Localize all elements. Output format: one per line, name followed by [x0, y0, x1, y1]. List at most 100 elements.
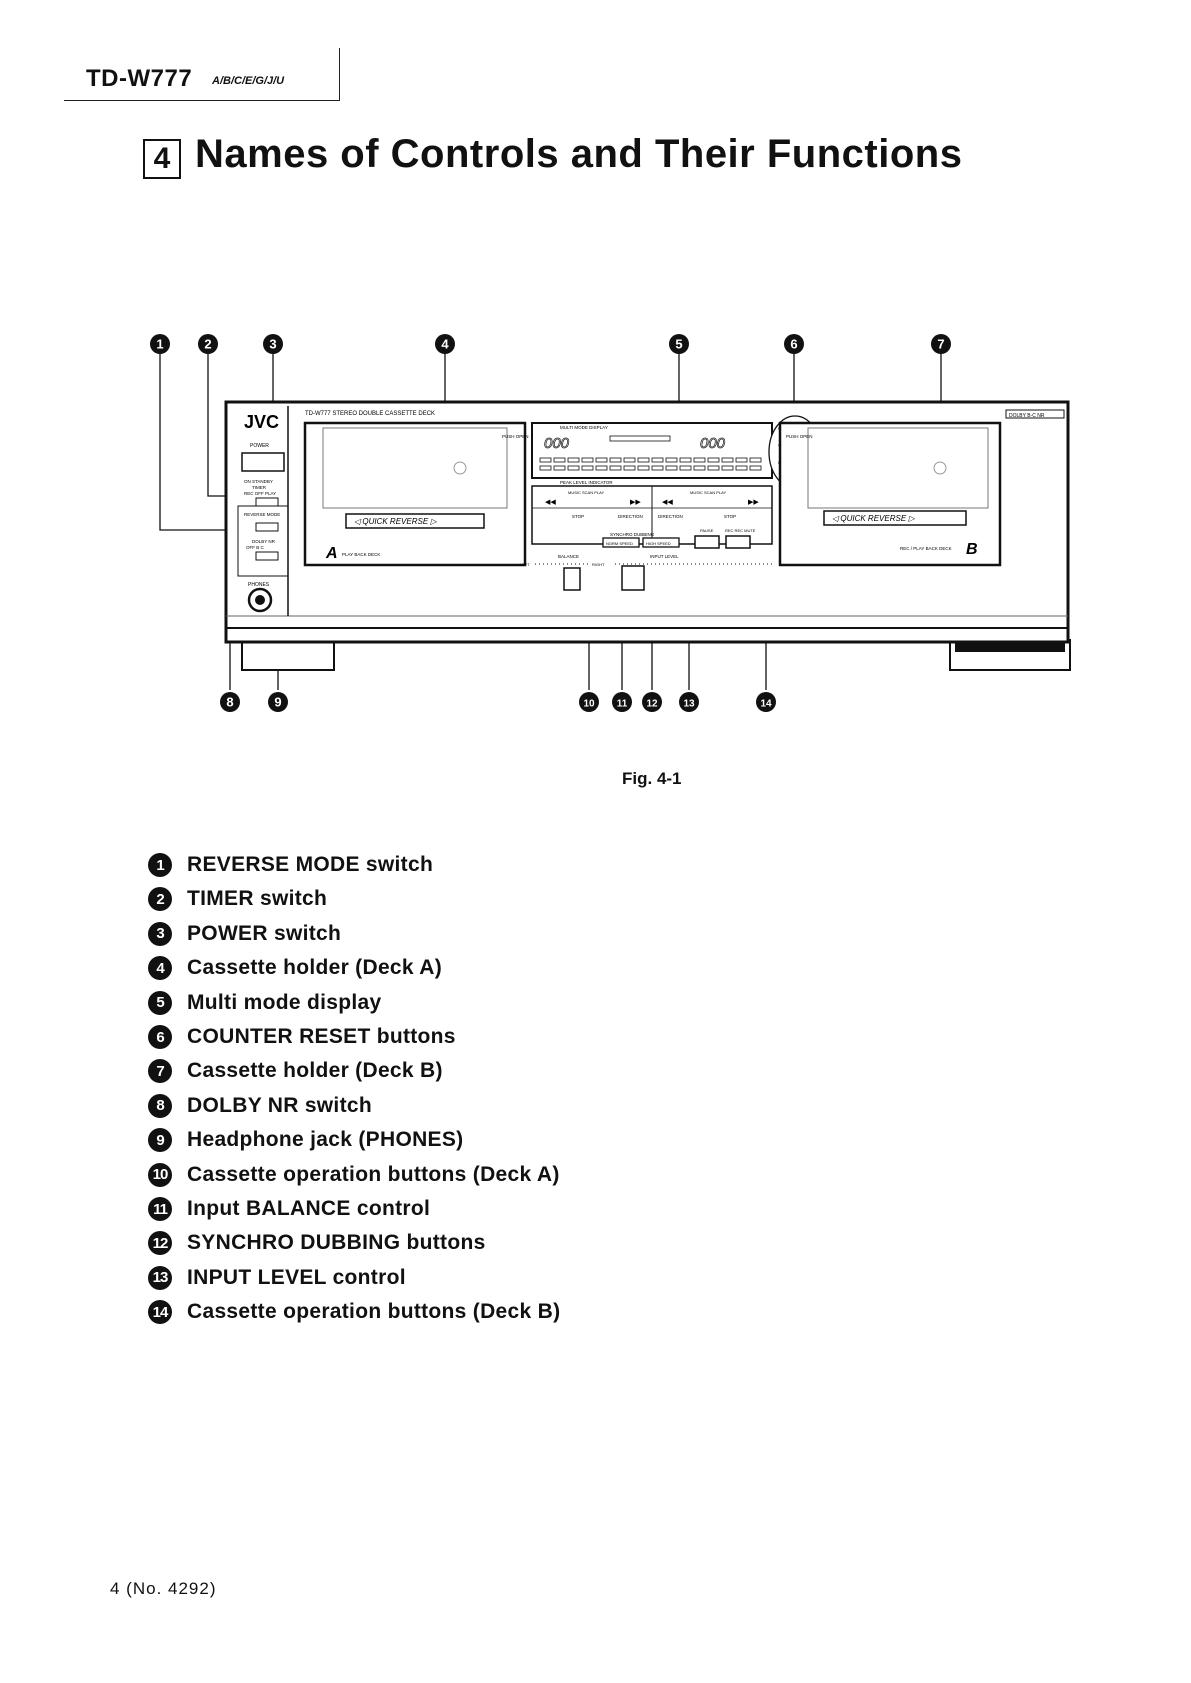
high-speed-dubbing-button[interactable]	[642, 537, 680, 548]
model-number: TD-W777	[86, 65, 193, 92]
callout-number: 3	[269, 337, 276, 352]
meter-segment	[553, 457, 566, 463]
callout-number: 6	[790, 337, 797, 352]
left-foot	[241, 639, 335, 671]
callout-number: 12	[646, 699, 658, 710]
callout-4	[435, 334, 455, 354]
svg-text:DIRECTION: DIRECTION	[658, 514, 683, 519]
brand-logo: JVC	[244, 412, 279, 432]
legend-label: Cassette operation buttons (Deck A)	[187, 1162, 560, 1186]
svg-text:OFF B C: OFF B C	[246, 545, 264, 550]
callout-1	[150, 334, 170, 354]
meter-segment	[637, 465, 650, 471]
svg-text:DOLBY NR: DOLBY NR	[252, 539, 276, 544]
rec-button[interactable]	[725, 535, 751, 549]
quick-reverse-b-label: ◁ QUICK REVERSE ▷	[832, 514, 915, 523]
callout-8	[220, 692, 240, 712]
svg-text:NORM SPEED: NORM SPEED	[606, 541, 633, 546]
meter-segment	[609, 465, 622, 471]
number-badge: 9	[148, 1128, 172, 1153]
legend-item: 14 Cassette operation buttons (Deck B)	[148, 1297, 560, 1327]
svg-text:REVERSE MODE: REVERSE MODE	[244, 512, 280, 517]
svg-text:MUSIC SCAN PLAY: MUSIC SCAN PLAY	[568, 490, 604, 495]
legend-label: Cassette operation buttons (Deck B)	[187, 1300, 561, 1324]
dolby-nr-switch[interactable]	[255, 551, 279, 561]
meter-segment	[735, 465, 748, 471]
svg-text:▶▶: ▶▶	[748, 499, 759, 506]
number-badge: 7	[148, 1059, 172, 1084]
legend-label: Cassette holder (Deck B)	[187, 1059, 443, 1083]
svg-text:POWER: POWER	[250, 443, 269, 449]
legend-label: TIMER switch	[187, 887, 328, 911]
page-title: Names of Controls and Their Functions	[195, 132, 963, 176]
peak-level-meter	[539, 457, 762, 471]
svg-text:STOP: STOP	[572, 514, 584, 519]
callout-number: 11	[617, 699, 628, 710]
svg-text:◀◀: ◀◀	[545, 499, 556, 506]
input-level-slider[interactable]	[621, 565, 645, 591]
svg-text:STOP: STOP	[724, 514, 736, 519]
header-rule	[64, 48, 340, 101]
meter-segment	[665, 457, 678, 463]
meter-segment	[735, 457, 748, 463]
callout-number: 14	[760, 699, 772, 710]
svg-text:INPUT LEVEL: INPUT LEVEL	[650, 554, 679, 559]
meter-segment	[609, 457, 622, 463]
meter-segment	[595, 457, 608, 463]
meter-segment	[749, 465, 762, 471]
number-badge: 11	[148, 1197, 172, 1221]
timer-switch[interactable]	[255, 497, 279, 507]
deck-title: TD-W777 STEREO DOUBLE CASSETTE DECK	[305, 411, 435, 417]
meter-segment	[679, 457, 692, 463]
power-switch[interactable]	[241, 452, 285, 472]
callout-2	[198, 334, 218, 354]
meter-segment	[623, 457, 636, 463]
normal-speed-dubbing-button[interactable]	[602, 537, 640, 548]
figure-caption: Fig. 4-1	[622, 769, 682, 788]
legend-label: REVERSE MODE switch	[187, 853, 434, 876]
svg-text:REC OFF PLAY: REC OFF PLAY	[244, 491, 276, 496]
section-number: 4	[143, 139, 181, 179]
legend-label: DOLBY NR switch	[187, 1093, 372, 1117]
reverse-mode-switch[interactable]	[255, 522, 279, 532]
svg-text:RIGHT: RIGHT	[592, 562, 605, 567]
svg-text:SYNCHRO DUBBING: SYNCHRO DUBBING	[610, 532, 655, 537]
meter-segment	[553, 465, 566, 471]
svg-text:PUSH OPEN: PUSH OPEN	[786, 434, 813, 439]
legend-item: 10 Cassette operation buttons (Deck A)	[148, 1160, 560, 1190]
meter-segment	[567, 465, 580, 471]
number-badge: 1	[148, 853, 172, 877]
callout-5	[669, 334, 689, 354]
callout-number: 1	[156, 337, 163, 352]
meter-segment	[581, 457, 594, 463]
legend-label: Cassette holder (Deck A)	[187, 956, 442, 980]
meter-segment	[539, 465, 552, 471]
number-badge: 14	[148, 1300, 172, 1325]
callout-14	[756, 692, 776, 712]
svg-text:PUSH OPEN: PUSH OPEN	[502, 434, 529, 439]
callout-6	[784, 334, 804, 354]
svg-text:LEFT: LEFT	[520, 562, 530, 567]
pause-button[interactable]	[694, 535, 720, 549]
svg-text:PEAK LEVEL INDICATOR: PEAK LEVEL INDICATOR	[560, 480, 613, 485]
meter-segment	[693, 457, 706, 463]
callout-number: 7	[937, 337, 944, 352]
svg-text:REC REC MUTE: REC REC MUTE	[725, 528, 756, 533]
svg-text:REC / PLAY BACK DECK: REC / PLAY BACK DECK	[900, 546, 952, 551]
meter-segment	[665, 465, 678, 471]
callout-number: 2	[204, 337, 211, 352]
balance-slider[interactable]	[563, 567, 581, 591]
number-badge: 4	[148, 956, 172, 981]
callout-3	[263, 334, 283, 354]
meter-segment	[679, 465, 692, 471]
number-badge: 3	[148, 921, 172, 946]
callout-7	[931, 334, 951, 354]
number-badge: 10	[148, 1162, 172, 1187]
